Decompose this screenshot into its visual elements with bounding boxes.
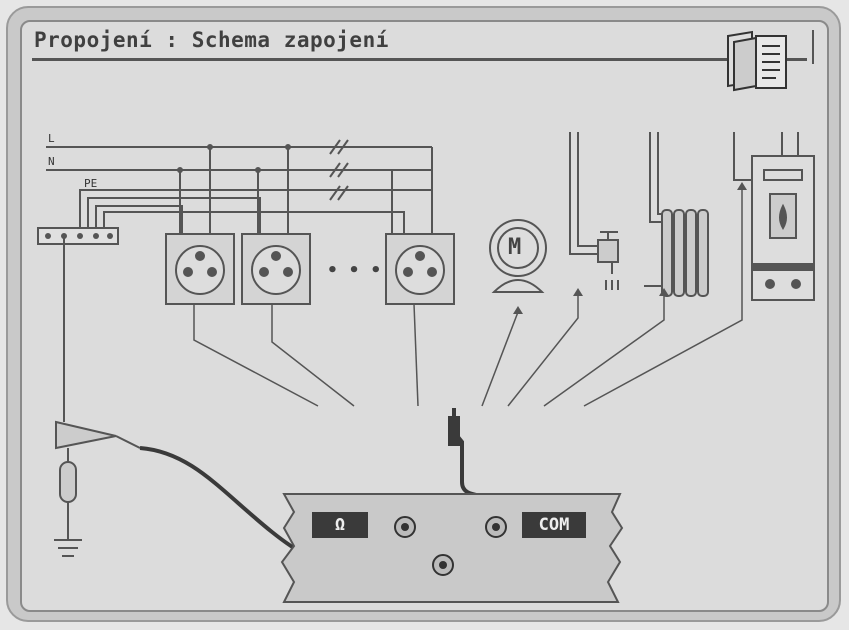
wiring-diagram (37, 132, 815, 603)
com-terminal-label: COM (522, 512, 586, 538)
socket-1 (165, 233, 235, 305)
earth-clip-icon (54, 236, 141, 557)
water-tap-icon (569, 132, 619, 290)
meter-panel (280, 493, 624, 603)
center-jack[interactable] (432, 554, 454, 576)
manual-book-icon[interactable] (722, 28, 792, 92)
page-title: Propojení : Schema zapojení (34, 28, 389, 52)
more-sockets-ellipsis: • • • (327, 260, 382, 281)
boiler-icon (733, 132, 815, 301)
label-n: N (48, 155, 55, 168)
socket-2 (241, 233, 311, 305)
com-jack[interactable] (485, 516, 507, 538)
corner-bracket (812, 30, 814, 64)
motor-label: M (508, 235, 522, 260)
motor-icon (489, 219, 547, 293)
socket-3 (385, 233, 455, 305)
lcd-screen: Propojení : Schema zapojení (20, 20, 829, 612)
label-pe: PE (84, 177, 98, 190)
label-l: L (48, 132, 55, 145)
ohm-terminal-label: Ω (312, 512, 368, 538)
ohm-jack[interactable] (394, 516, 416, 538)
title-underline (32, 58, 807, 61)
probe-tip (448, 416, 460, 446)
radiator-icon (644, 132, 709, 297)
